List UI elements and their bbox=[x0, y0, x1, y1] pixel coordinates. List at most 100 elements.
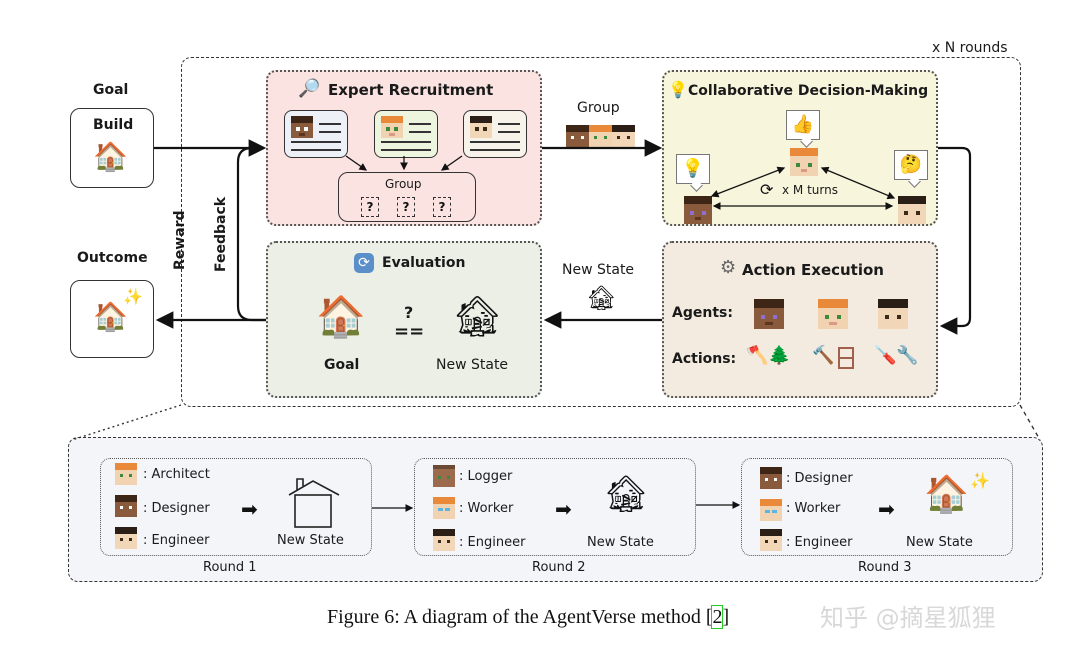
arrow-right-icon: ➡ bbox=[878, 497, 895, 521]
screwdriver-icon: 🪛 bbox=[874, 345, 897, 366]
role-label: : Designer bbox=[143, 501, 210, 516]
lightbulb-bubble: 💡 bbox=[676, 154, 710, 184]
house-icon: 🏠 bbox=[93, 140, 128, 173]
axe-icon: 🪓 bbox=[746, 345, 769, 366]
alex-avatar bbox=[381, 116, 403, 138]
expert-recruitment-title: Expert Recruitment bbox=[328, 81, 494, 99]
collab-title: Collaborative Decision-Making bbox=[688, 83, 929, 99]
engineer-avatar bbox=[898, 196, 926, 224]
villager-avatar bbox=[433, 465, 455, 487]
thinking-face-bubble: 🤔 bbox=[894, 150, 928, 180]
magnifier-icon: 🔎 bbox=[298, 78, 321, 99]
broken-house-icon: 🏚 bbox=[586, 284, 617, 312]
worker-avatar bbox=[760, 499, 782, 521]
tree-icon: 🌲 bbox=[768, 345, 791, 366]
refresh-icon: ⟳ bbox=[354, 253, 374, 273]
engineer-avatar bbox=[115, 527, 137, 549]
gear-icon: ⚙ bbox=[720, 257, 737, 278]
card-to-group-arrow bbox=[440, 155, 463, 171]
steve-avatar bbox=[115, 495, 137, 517]
alex-avatar bbox=[589, 125, 612, 147]
worker-avatar bbox=[433, 497, 455, 519]
caption-text: Figure 6: A diagram of the AgentVerse me… bbox=[327, 606, 713, 628]
role-label: : Logger bbox=[459, 469, 513, 484]
house-icon: 🏠 bbox=[924, 474, 969, 515]
goal-box: Build 🏠 bbox=[70, 108, 154, 188]
broken-house-icon: 🏚 bbox=[452, 294, 503, 340]
discussion-arrow bbox=[820, 166, 896, 200]
role-label: : Engineer bbox=[786, 535, 853, 550]
citation-link[interactable]: 2 bbox=[711, 605, 724, 629]
expert-recruitment-panel: 🔎 Expert Recruitment Group ? ? ? bbox=[266, 70, 542, 226]
sparkles-icon: ✨ bbox=[123, 287, 143, 306]
house-outline-icon bbox=[288, 478, 340, 528]
round-label: Round 2 bbox=[532, 560, 586, 575]
collab-to-action-arrow bbox=[938, 146, 972, 335]
unknown-member-slot: ? bbox=[433, 197, 451, 217]
round-state-label: New State bbox=[906, 535, 973, 550]
engineer-avatar bbox=[612, 125, 635, 147]
group-box: Group ? ? ? bbox=[338, 172, 476, 222]
role-label: : Worker bbox=[459, 501, 514, 516]
evaluation-goal-label: Goal bbox=[324, 357, 360, 373]
outcome-title: Outcome bbox=[77, 250, 148, 266]
group-label: Group bbox=[385, 177, 422, 191]
engineer-avatar bbox=[470, 116, 492, 138]
new-state-arrow-label: New State bbox=[562, 262, 635, 278]
round-label: Round 1 bbox=[203, 560, 257, 575]
round-2-panel: : Logger : Worker : Engineer ➡ 🏚 New Sta… bbox=[414, 458, 696, 556]
unknown-member-slot: ? bbox=[361, 197, 379, 217]
role-label: : Engineer bbox=[143, 533, 210, 548]
steve-avatar bbox=[291, 116, 313, 138]
alex-avatar bbox=[818, 299, 848, 329]
steve-avatar bbox=[566, 125, 589, 147]
hammer-icon: 🔨 bbox=[812, 345, 835, 366]
evaluation-title: Evaluation bbox=[382, 255, 466, 271]
steve-avatar bbox=[754, 299, 784, 329]
agents-label: Agents: bbox=[672, 305, 733, 321]
house-icon: 🏠 bbox=[316, 294, 366, 340]
house-icon: 🏠 bbox=[93, 300, 128, 333]
rounds-detail-container bbox=[68, 437, 1043, 582]
alex-avatar bbox=[115, 463, 137, 485]
card-to-group-arrow bbox=[345, 155, 368, 171]
thumbs-up-bubble: 👍 bbox=[786, 110, 820, 140]
candidate-card bbox=[374, 110, 438, 158]
round-1-panel: : Architect : Designer : Engineer ➡ New … bbox=[100, 458, 372, 556]
candidate-card bbox=[463, 110, 527, 158]
engineer-avatar bbox=[760, 529, 782, 551]
wrench-icon: 🔧 bbox=[896, 345, 919, 366]
rounds-loop-container bbox=[181, 57, 1021, 407]
arrow-right-icon: ➡ bbox=[241, 497, 258, 521]
action-title: Action Execution bbox=[742, 261, 884, 279]
engineer-avatar bbox=[433, 529, 455, 551]
zoom-connector bbox=[1019, 404, 1041, 441]
discussion-arrow bbox=[710, 166, 786, 198]
steve-avatar bbox=[684, 196, 712, 224]
action-execution-panel: ⚙ Action Execution Agents: Actions: 🪓 🌲 … bbox=[662, 241, 938, 398]
question-mark: ? bbox=[404, 303, 414, 322]
round-state-label: New State bbox=[587, 535, 654, 550]
round-3-panel: : Designer : Worker : Engineer ➡ 🏠 ✨ New… bbox=[741, 458, 1013, 556]
goal-title: Goal bbox=[93, 82, 129, 98]
role-label: : Engineer bbox=[459, 535, 526, 550]
round-label: Round 3 bbox=[858, 560, 912, 575]
candidate-card bbox=[284, 110, 348, 158]
engineer-avatar bbox=[878, 299, 908, 329]
alex-avatar bbox=[790, 148, 818, 176]
reward-feedback-arrow bbox=[236, 146, 266, 322]
window-icon bbox=[838, 347, 854, 369]
zoom-connector bbox=[71, 404, 182, 441]
unknown-member-slot: ? bbox=[397, 197, 415, 217]
arrow-right-icon: ➡ bbox=[555, 497, 572, 521]
role-label: : Architect bbox=[143, 467, 210, 482]
figure-caption: Figure 6: A diagram of the AgentVerse me… bbox=[327, 605, 730, 629]
round-state-label: New State bbox=[277, 533, 344, 548]
evaluation-new-state-label: New State bbox=[436, 357, 509, 373]
caption-close: ] bbox=[722, 606, 730, 628]
group-arrow-label: Group bbox=[577, 100, 620, 116]
watermark: 知乎 @摘星狐狸 bbox=[820, 604, 996, 632]
steve-avatar bbox=[760, 467, 782, 489]
goal-build-label: Build bbox=[93, 117, 134, 133]
